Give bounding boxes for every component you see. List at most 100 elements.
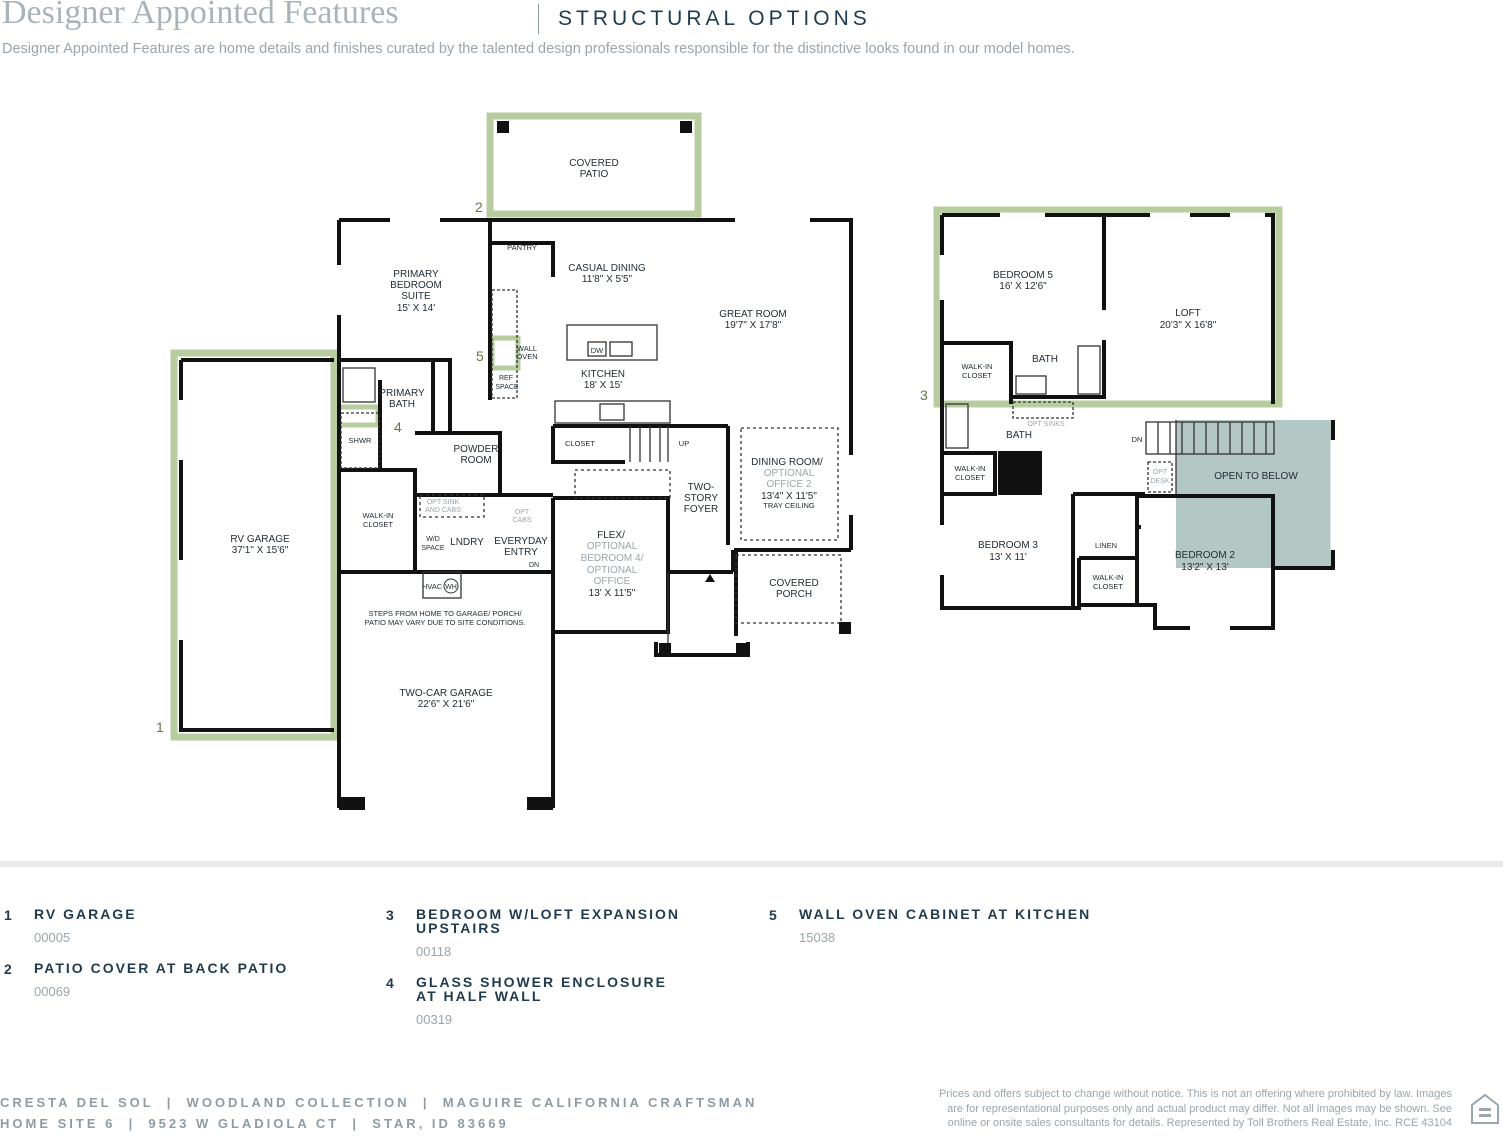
walk-in-closet-label: WALK-IN — [1093, 573, 1124, 582]
water-heater-label: WH — [445, 584, 457, 591]
kitchen-label: KITCHEN — [581, 369, 625, 380]
callout-4: 4 — [394, 419, 402, 435]
bedroom3-label: BEDROOM 3 — [978, 540, 1038, 551]
covered-patio-label: COVERED — [569, 158, 618, 169]
dining-room-label: DINING ROOM/ — [751, 457, 823, 468]
first-floor-windows — [178, 217, 854, 640]
two-car-garage-label: TWO-CAR GARAGE — [399, 688, 493, 699]
loft-expansion-highlight — [933, 206, 1283, 408]
flex-label: OPTIONAL — [587, 565, 638, 576]
foyer-label: FOYER — [684, 504, 718, 515]
second-floor-windows — [939, 212, 1336, 631]
great-room-label: GREAT ROOM — [719, 309, 786, 320]
rv-garage-label: RV GARAGE — [230, 534, 290, 545]
callout-1: 1 — [156, 719, 164, 735]
flex-size: 13' X 11'5" — [589, 588, 636, 599]
option-number: 4 — [386, 975, 394, 991]
stairs-up-label: UP — [679, 439, 689, 448]
opt-cabs-label: CABS — [512, 517, 531, 524]
rv-garage-size: 37'1" X 15'6" — [232, 545, 289, 556]
hvac-label: HVAC — [422, 582, 443, 591]
casual-dining-size: 11'8" X 5'5" — [582, 274, 633, 285]
walk-in-closet-label: WALK-IN — [962, 362, 993, 371]
stairs-down-label: DN — [1132, 435, 1143, 444]
closet-label: CLOSET — [565, 439, 595, 448]
opt-cabs-label: OPT — [515, 509, 530, 516]
primary-bath-label: PRIMARY — [379, 388, 425, 399]
second-floor-fixtures — [945, 345, 1275, 494]
section-divider — [0, 861, 1503, 867]
option-code: 00118 — [416, 944, 452, 959]
bedroom3-size: 13' X 11' — [989, 552, 1027, 563]
patio-post — [680, 121, 692, 133]
wall-oven-label: OVEN — [516, 352, 537, 361]
covered-porch-label: PORCH — [776, 589, 812, 600]
walk-in-closet-label: WALK-IN — [955, 464, 986, 473]
second-floor-labels: BEDROOM 5 16' X 12'6" LOFT 20'3" X 16'8"… — [955, 270, 1299, 591]
shower-label: SHWR — [349, 436, 372, 445]
loft-size: 20'3" X 16'8" — [1160, 320, 1217, 331]
water-heater-icon — [443, 578, 459, 594]
bath-label: BATH — [1032, 354, 1058, 365]
steps-note: PATIO MAY VARY DUE TO SITE CONDITIONS. — [365, 618, 526, 627]
linen-label: LINEN — [1095, 541, 1117, 550]
dishwasher-label: DW — [591, 346, 604, 355]
covered-patio-label: PATIO — [580, 169, 609, 180]
stairs-down-label: DN — [529, 562, 539, 569]
bedroom2-size: 13'2" X 13' — [1181, 562, 1228, 573]
equal-housing-icon — [1471, 1093, 1499, 1124]
flex-label: BEDROOM 4/ — [581, 553, 644, 564]
primary-bedroom-label: SUITE — [401, 291, 431, 302]
option-code: 00319 — [416, 1012, 453, 1027]
option-number: 3 — [386, 907, 394, 923]
walk-in-closet-label: CLOSET — [955, 473, 985, 482]
laundry-label: LNDRY — [450, 537, 484, 548]
steps-note: STEPS FROM HOME TO GARAGE/ PORCH/ — [368, 609, 522, 618]
bath-label: BATH — [1006, 430, 1032, 441]
option-number: 2 — [4, 961, 12, 977]
option-code: 15038 — [799, 930, 836, 945]
rv-garage-highlight — [170, 349, 338, 741]
option-number: 1 — [4, 907, 12, 923]
option-name: RV GARAGE — [34, 906, 137, 922]
great-room-size: 19'7" X 17'8" — [725, 320, 782, 331]
floor-plan: 1 2 3 4 5 COVERED PATIO PRIMARY BEDROOM … — [156, 112, 1336, 810]
wall-oven-highlight — [489, 335, 521, 371]
opt-sink-label: AND CABS — [425, 507, 461, 514]
bedroom2-label: BEDROOM 2 — [1175, 550, 1235, 561]
tray-ceiling-label: TRAY CEILING — [763, 501, 815, 510]
wall-oven-label: WALL — [517, 344, 537, 353]
foyer-label: TWO- — [688, 482, 715, 493]
wd-space-label: W/D — [426, 536, 440, 543]
page-subtitle: STRUCTURAL OPTIONS — [558, 7, 871, 30]
dining-room-label: OFFICE 2 — [766, 479, 811, 490]
wd-space-label: SPACE — [421, 545, 445, 552]
option-name: PATIO COVER AT BACK PATIO — [34, 960, 289, 976]
bedroom5-label: BEDROOM 5 — [993, 270, 1053, 281]
first-floor-fixtures — [340, 289, 842, 645]
community-line: CRESTA DEL SOL | WOODLAND COLLECTION | M… — [0, 1095, 758, 1110]
opt-sink-label: OPT SINK — [427, 499, 460, 506]
callout-5: 5 — [476, 348, 484, 364]
option-code: 00005 — [34, 930, 71, 945]
primary-bedroom-size: 15' X 14' — [397, 303, 435, 314]
first-floor-labels: COVERED PATIO PRIMARY BEDROOM SUITE 15' … — [230, 158, 823, 710]
walk-in-closet-label: CLOSET — [1093, 582, 1123, 591]
opt-sinks-label: OPT SINKS — [1027, 421, 1065, 428]
stair-shaft — [998, 451, 1042, 495]
flex-label: OPTIONAL — [587, 541, 638, 552]
walk-in-closet-label: CLOSET — [363, 520, 393, 529]
dining-room-label: OPTIONAL — [764, 468, 815, 479]
everyday-entry-label: EVERYDAY — [494, 536, 548, 547]
option-code: 00069 — [34, 984, 71, 999]
primary-bath-label: BATH — [389, 399, 415, 410]
first-floor-posts — [339, 574, 851, 810]
covered-porch-label: COVERED — [769, 578, 818, 589]
intro-text: Designer Appointed Features are home det… — [2, 41, 1075, 57]
callout-2: 2 — [475, 199, 483, 215]
walk-in-closet-label: CLOSET — [962, 371, 992, 380]
callout-3: 3 — [920, 387, 928, 403]
casual-dining-label: CASUAL DINING — [568, 263, 646, 274]
disclaimer-text: Prices and offers subject to change with… — [938, 1088, 1452, 1129]
ref-space-label: REF — [499, 375, 513, 382]
